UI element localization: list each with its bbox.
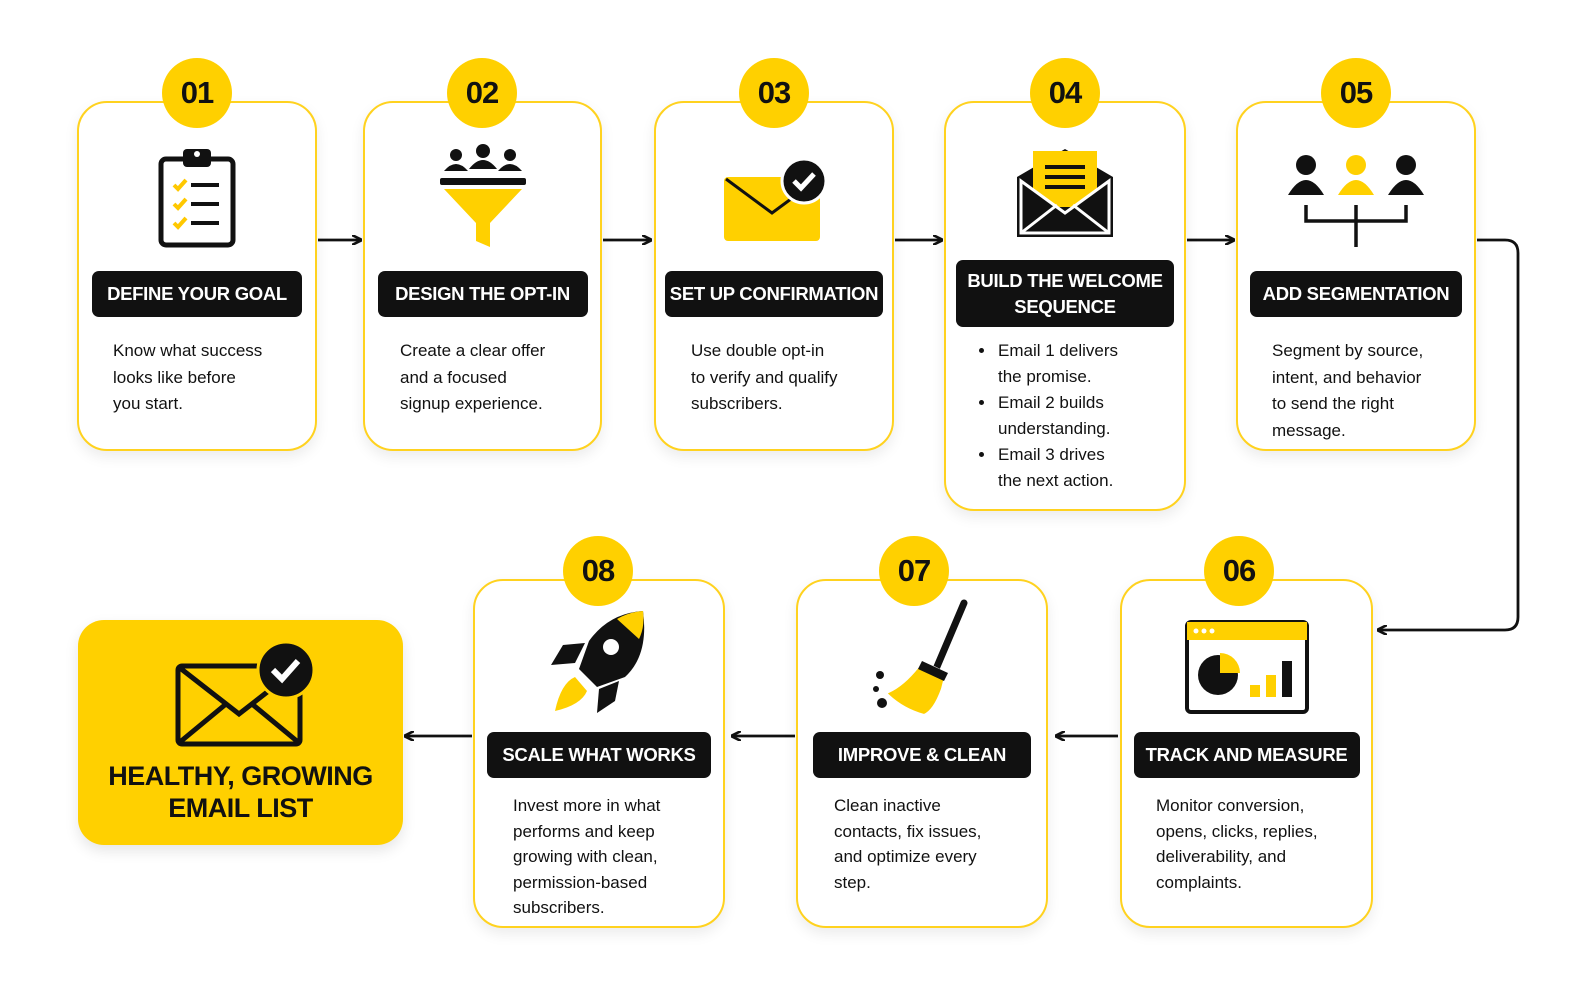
step-badge-07: 07 xyxy=(879,536,949,606)
desc-line: signup experience. xyxy=(400,394,543,413)
desc-line: the promise. xyxy=(998,367,1092,386)
segmented-users-icon xyxy=(1288,155,1424,247)
step-title: IMPROVE & CLEAN xyxy=(813,732,1031,778)
desc-line: growing with clean, xyxy=(513,847,658,866)
analytics-dashboard-icon xyxy=(1184,620,1309,714)
step-badge-05: 05 xyxy=(1321,58,1391,128)
desc-line: Email 1 delivers xyxy=(998,341,1118,360)
step-description: Create a clear offer and a focused signu… xyxy=(400,338,545,418)
desc-line: performs and keep xyxy=(513,821,655,841)
desc-line: deliverability, and xyxy=(1156,847,1287,866)
step-card-05: ADD SEGMENTATION Segment by source, inte… xyxy=(1236,101,1476,451)
title-line: BUILD THE WELCOME xyxy=(967,269,1163,291)
step-description: Segment by source, intent, and behavior … xyxy=(1272,338,1423,444)
open-envelope-letter-icon xyxy=(1017,149,1113,237)
desc-line: Use double opt-in xyxy=(691,341,825,360)
step-badge-08: 08 xyxy=(563,536,633,606)
step-card-07: IMPROVE & CLEAN Clean inactive contacts,… xyxy=(796,579,1048,928)
step-badge-04: 04 xyxy=(1030,58,1100,128)
desc-line: intent, and behavior xyxy=(1272,367,1422,387)
step-badge-02: 02 xyxy=(447,58,517,128)
step-card-08: SCALE WHAT WORKS Invest more in what per… xyxy=(473,579,725,928)
step-badge-03: 03 xyxy=(739,58,809,128)
step-card-06: TRACK AND MEASURE Monitor conversion, op… xyxy=(1120,579,1373,928)
step-description: Invest more in what performs and keep gr… xyxy=(513,793,660,921)
desc-line: to verify and qualify xyxy=(691,367,838,387)
desc-line: message. xyxy=(1272,420,1346,440)
desc-line: subscribers. xyxy=(691,394,783,413)
desc-line: Create a clear offer xyxy=(400,341,546,360)
desc-line: you start. xyxy=(113,394,183,413)
step-title: DEFINE YOUR GOAL xyxy=(92,271,302,317)
rocket-icon xyxy=(551,611,645,713)
desc-line: Email 3 drives xyxy=(998,445,1105,464)
desc-line: looks like before xyxy=(113,367,236,387)
desc-line: Know what success xyxy=(113,341,263,360)
arrow-05-06 xyxy=(1379,238,1520,630)
step-title: BUILD THE WELCOME SEQUENCE xyxy=(956,260,1174,327)
desc-line: contacts, fix issues, xyxy=(834,821,982,841)
step-description: Know what success looks like before you … xyxy=(113,338,262,418)
people-funnel-icon xyxy=(439,144,526,247)
step-badge-06: 06 xyxy=(1204,536,1274,606)
desc-line: opens, clicks, replies, xyxy=(1156,821,1318,841)
bullet-item: Email 2 builds understanding. xyxy=(996,390,1118,442)
final-outcome-title: HEALTHY, GROWING EMAIL LIST xyxy=(78,760,403,824)
step-description: Clean inactive contacts, fix issues, and… xyxy=(834,793,981,895)
final-outcome-box: HEALTHY, GROWING EMAIL LIST xyxy=(78,620,403,845)
step-description: Use double opt-in to verify and qualify … xyxy=(691,338,837,418)
step-card-01: DEFINE YOUR GOAL Know what success looks… xyxy=(77,101,317,451)
desc-line: understanding. xyxy=(998,419,1111,438)
step-title: SET UP CONFIRMATION xyxy=(665,271,883,317)
step-title: ADD SEGMENTATION xyxy=(1250,271,1462,317)
step-card-02: DESIGN THE OPT-IN Create a clear offer a… xyxy=(363,101,602,451)
desc-line: step. xyxy=(834,872,871,892)
desc-line: Clean inactive xyxy=(834,796,941,815)
desc-line: Email 2 builds xyxy=(998,393,1104,412)
desc-line: complaints. xyxy=(1156,872,1242,892)
desc-line: permission-based xyxy=(513,872,648,892)
step-description: Monitor conversion, opens, clicks, repli… xyxy=(1156,793,1318,895)
step-badge-01: 01 xyxy=(162,58,232,128)
desc-line: Segment by source, xyxy=(1272,341,1424,360)
desc-line: and optimize every xyxy=(834,847,977,866)
desc-line: and a focused xyxy=(400,367,507,387)
step-description: Email 1 delivers the promise. Email 2 bui… xyxy=(978,338,1118,494)
desc-line: Invest more in what xyxy=(513,796,661,815)
bullet-item: Email 1 delivers the promise. xyxy=(996,338,1118,390)
desc-line: subscribers. xyxy=(513,898,605,917)
desc-line: to send the right xyxy=(1272,394,1394,413)
bullet-item: Email 3 drives the next action. xyxy=(996,442,1118,494)
step-title: SCALE WHAT WORKS xyxy=(487,732,711,778)
step-card-04: BUILD THE WELCOME SEQUENCE Email 1 deliv… xyxy=(944,101,1186,511)
envelope-check-icon xyxy=(175,640,316,747)
clipboard-checklist-icon xyxy=(158,149,236,248)
broom-icon xyxy=(873,599,968,717)
title-line: SEQUENCE xyxy=(1014,295,1116,317)
step-title: DESIGN THE OPT-IN xyxy=(377,271,588,317)
desc-line: the next action. xyxy=(998,471,1114,490)
envelope-check-icon xyxy=(724,157,828,241)
desc-line: Monitor conversion, xyxy=(1156,796,1305,815)
title-line: HEALTHY, GROWING xyxy=(108,761,373,791)
title-line: EMAIL LIST xyxy=(168,793,313,823)
step-title: TRACK AND MEASURE xyxy=(1133,732,1360,778)
step-card-03: SET UP CONFIRMATION Use double opt-in to… xyxy=(654,101,894,451)
